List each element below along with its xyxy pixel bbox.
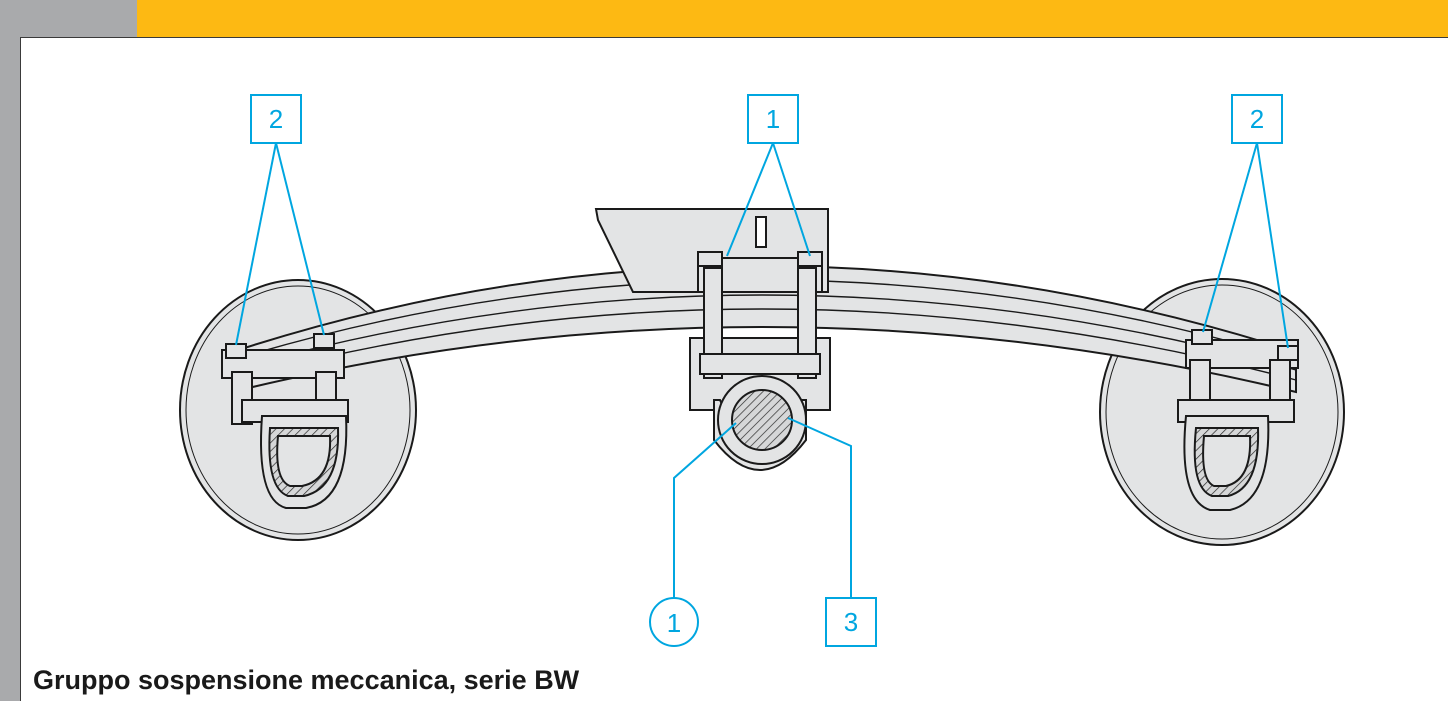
callout-label-3: 3 bbox=[844, 607, 858, 637]
callout-label-2-left: 2 bbox=[269, 104, 283, 134]
right-clamp-assembly bbox=[1177, 329, 1299, 511]
callout-circle-bottom: 1 bbox=[649, 597, 699, 647]
callout-leaders bbox=[235, 142, 1289, 598]
callout-label-2-right: 2 bbox=[1250, 104, 1264, 134]
callout-box-top-center: 1 bbox=[747, 94, 799, 144]
corner-block bbox=[0, 0, 137, 37]
left-clamp-assembly bbox=[221, 333, 349, 509]
leaf-spring bbox=[231, 265, 1297, 394]
center-axle-assembly bbox=[689, 251, 831, 471]
figure-caption: Gruppo sospensione meccanica, serie BW bbox=[33, 665, 580, 695]
callout-label-1-circle: 1 bbox=[667, 608, 681, 638]
frame-border bbox=[20, 37, 1448, 701]
top-accent-band bbox=[137, 0, 1448, 37]
callout-box-bottom: 3 bbox=[825, 597, 877, 647]
callout-label-1-center: 1 bbox=[766, 104, 780, 134]
sidebar-strip bbox=[0, 0, 20, 701]
callout-box-top-right: 2 bbox=[1231, 94, 1283, 144]
callout-box-top-left: 2 bbox=[250, 94, 302, 144]
